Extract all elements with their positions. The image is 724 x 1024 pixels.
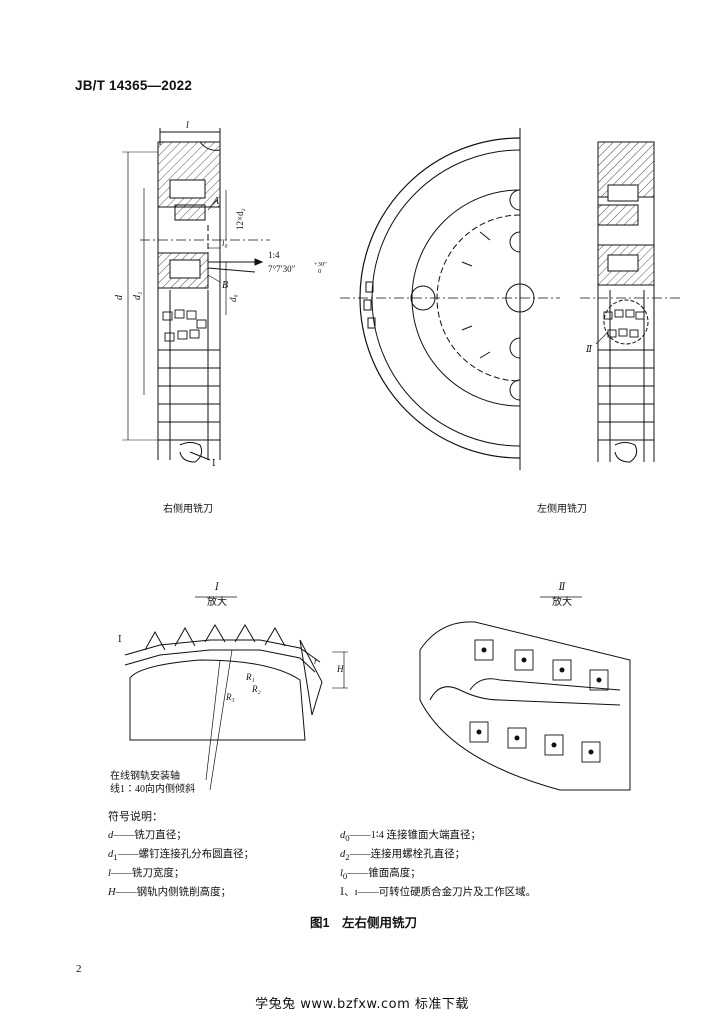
right-cutter-section	[122, 128, 270, 463]
figure-caption: 图1 左右侧用铣刀	[310, 916, 417, 930]
label-angle: 7°7′30″	[268, 264, 296, 274]
label-d1: d₁	[132, 292, 143, 300]
symbol-l0: l0——锥面高度；	[340, 868, 421, 882]
label-angle-tol: +30″	[314, 261, 327, 268]
label-angle-tol-low: 0	[318, 268, 321, 275]
detail-II-scale: 放大	[552, 597, 572, 608]
symbol-d1: d1——螺钉连接孔分布圆直径；	[108, 849, 255, 863]
label-B: B	[222, 280, 228, 291]
detail-I-title: Ⅰ	[215, 582, 219, 593]
label-A: A	[212, 196, 220, 207]
detail-I-scale: 放大	[207, 597, 227, 608]
caption-right-cutter: 右侧用铣刀	[163, 504, 213, 515]
detail-II-title: Ⅱ	[558, 582, 566, 593]
symbols-title: 符号说明：	[108, 811, 163, 823]
label-12xd2: 12×d₂	[235, 208, 245, 230]
detail-I-tooth-mark: Ⅰ	[118, 634, 122, 644]
label-r: r	[314, 656, 318, 666]
detail-I-heading: Ⅰ 放大	[196, 582, 238, 608]
label-l: l	[186, 120, 189, 131]
label-l0: l₀	[222, 238, 228, 248]
label-d0: d₀	[228, 294, 238, 302]
label-H: H	[336, 664, 344, 674]
caption-left-cutter: 左侧用铣刀	[537, 504, 587, 515]
label-R3: R₃	[225, 692, 235, 702]
symbol-d2: d2——连接用螺栓孔直径；	[340, 849, 466, 863]
detail-II-view	[419, 596, 631, 791]
detail-I-view	[124, 596, 348, 791]
symbol-d: d——铣刀直径；	[108, 830, 187, 841]
label-detail-I: Ⅰ	[212, 458, 216, 468]
symbol-H: H——钢轨内侧铣削高度；	[108, 887, 232, 898]
rail-axis-note: 在线钢轨安装轴 线1∶40向内侧倾斜	[110, 771, 195, 795]
page-number: 2	[76, 963, 82, 975]
label-taper: 1:4	[268, 250, 280, 260]
label-detail-II: Ⅱ	[585, 344, 593, 354]
detail-II-heading: Ⅱ 放大	[541, 582, 583, 608]
standard-code: JB/T 14365—2022	[75, 78, 193, 93]
label-d: d	[114, 294, 125, 300]
label-R1: R₁	[245, 672, 255, 682]
label-R2: R₂	[251, 684, 261, 694]
symbol-d0: d0——1∶4 连接锥面大端直径；	[340, 830, 481, 844]
symbol-inserts: Ⅰ、ɪ——可转位硬质合金刀片及工作区域。	[340, 887, 537, 898]
cutter-front-view	[340, 128, 560, 470]
footer-watermark[interactable]: 学兔兔 www.bzfxw.com 标准下载	[255, 997, 469, 1012]
left-cutter-section	[580, 141, 680, 463]
symbol-l: l——铣刀宽度；	[108, 868, 185, 879]
